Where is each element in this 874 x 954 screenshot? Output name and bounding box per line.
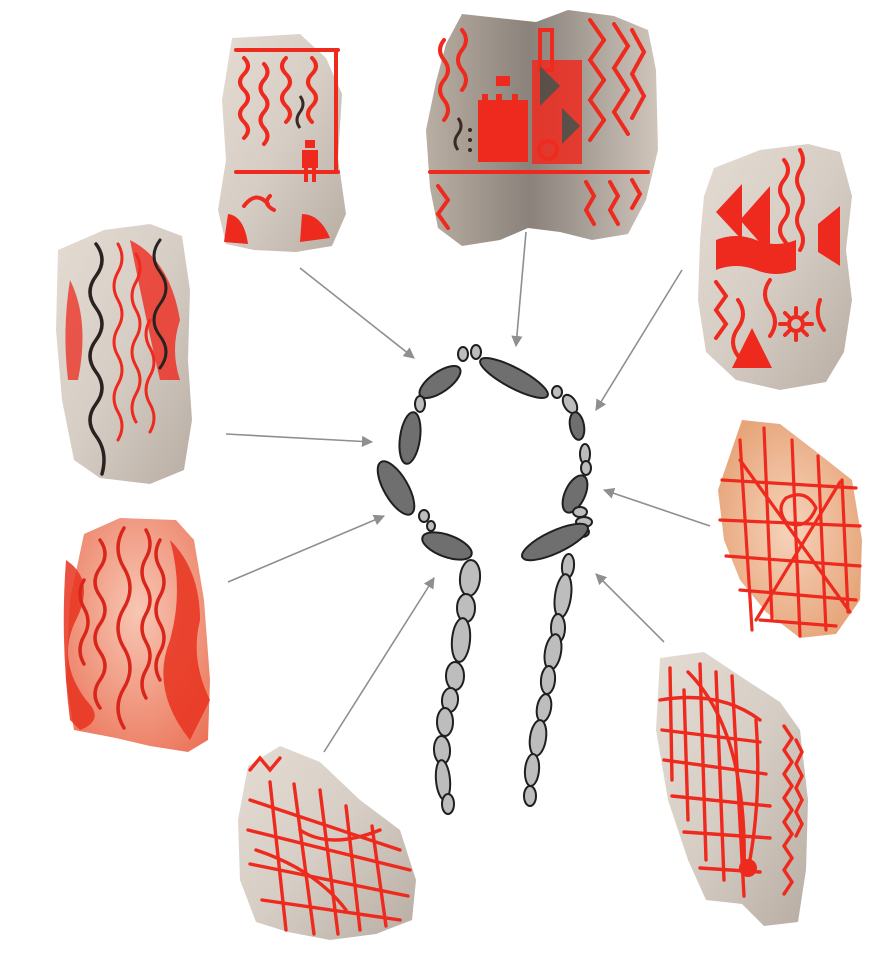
necklace-bead — [524, 753, 541, 786]
arrow-from-left-lower — [228, 516, 384, 582]
necklace-bead — [540, 665, 556, 694]
necklace-bead — [535, 693, 554, 723]
necklace-bead — [371, 456, 422, 520]
necklace-bead — [450, 617, 472, 662]
plaque-left-upper — [56, 224, 192, 484]
necklace-bead — [471, 345, 481, 359]
arrow-from-right-middle — [604, 490, 710, 526]
necklace-bead — [568, 411, 587, 441]
arrow-from-left-upper — [226, 434, 372, 442]
arrow-from-bottom-left — [324, 578, 434, 752]
plaque-top-center — [426, 10, 658, 246]
arrow-from-top-center — [516, 232, 526, 346]
necklace-bead — [458, 559, 481, 597]
necklace-bead — [476, 351, 552, 404]
necklace-bead — [396, 411, 423, 465]
necklace-bead — [419, 527, 475, 565]
necklace-bead — [419, 510, 429, 522]
necklace-bead — [581, 461, 591, 475]
necklace-bead — [442, 794, 454, 814]
arrow-group — [226, 232, 710, 752]
necklace-bead — [524, 786, 536, 806]
necklace — [371, 345, 593, 814]
arrow-from-right-lower — [596, 574, 664, 642]
necklace-bead — [415, 396, 425, 412]
necklace-bead — [542, 633, 564, 671]
necklace-bead — [457, 594, 475, 622]
necklace-bead — [552, 573, 574, 619]
necklace-bead — [528, 719, 549, 757]
plaque-top-left — [218, 34, 346, 252]
necklace-bead — [446, 662, 464, 690]
plaque-right-middle — [718, 420, 862, 638]
arrow-from-top-left — [300, 268, 414, 358]
necklace-bead — [573, 507, 587, 517]
plaque-right-lower — [656, 652, 808, 926]
necklace-bead — [437, 708, 453, 736]
arrow-from-right-upper — [596, 270, 682, 410]
necklace-bead — [518, 517, 593, 567]
plaque-left-lower — [64, 518, 210, 752]
necklace-bead — [427, 521, 435, 531]
plaque-right-upper — [698, 144, 852, 390]
necklace-bead — [458, 347, 468, 361]
necklace-bead — [552, 386, 562, 398]
plaque-bottom-left — [238, 746, 416, 940]
